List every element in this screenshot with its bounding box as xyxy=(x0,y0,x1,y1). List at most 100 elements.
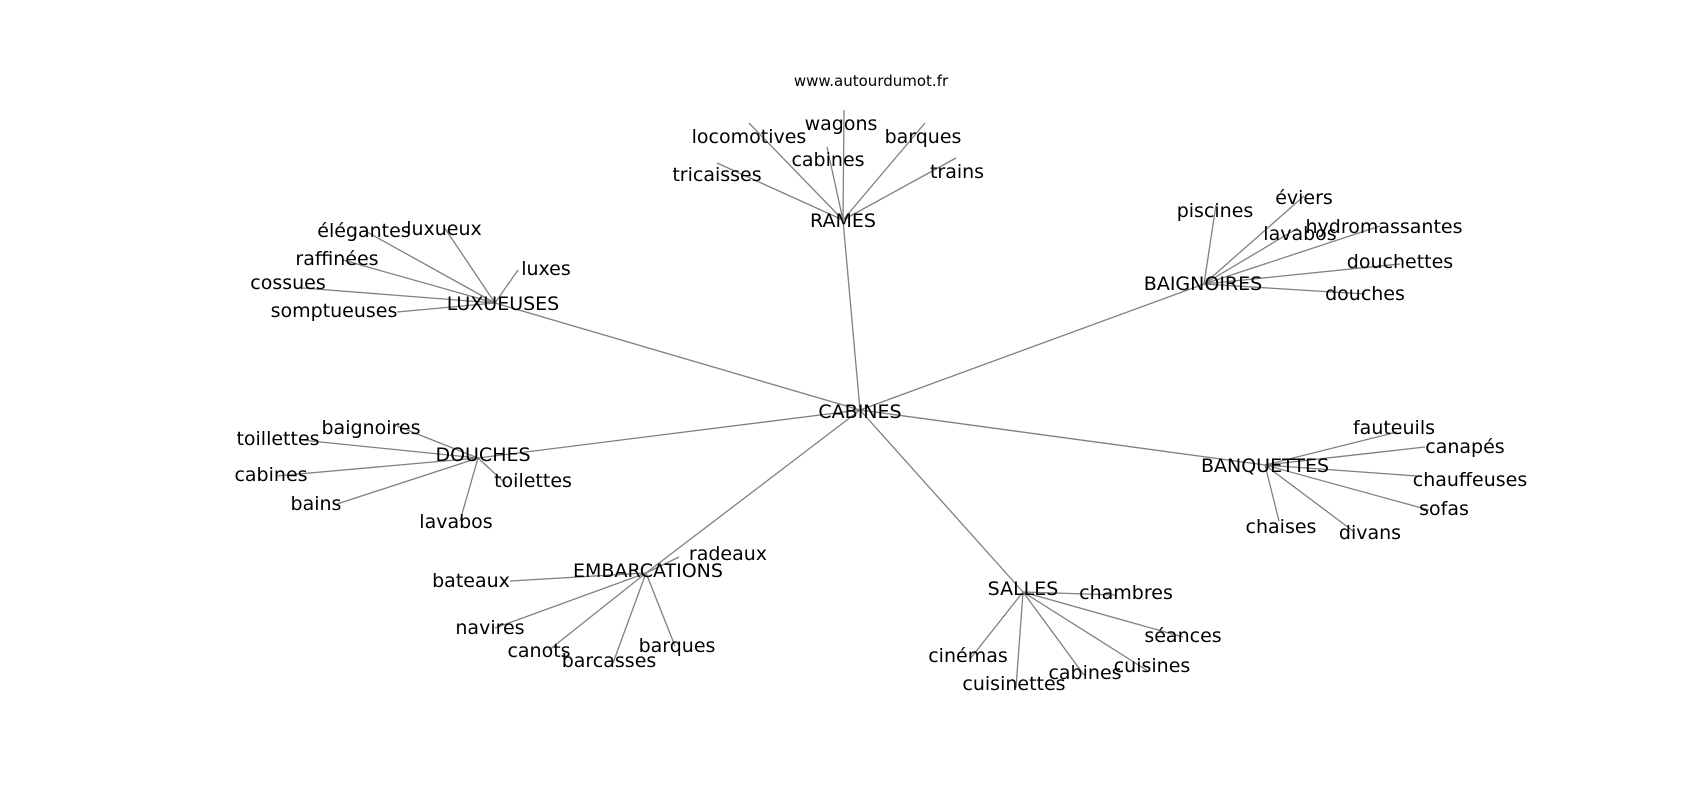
leaf-node-douches-toillettes[interactable]: toillettes xyxy=(236,428,319,450)
edge-banquettes-sofas xyxy=(1264,464,1430,511)
leaf-node-salles-seances[interactable]: séances xyxy=(1144,625,1221,647)
edge-salles-seances xyxy=(1022,591,1184,638)
edge-rames-cabines xyxy=(826,146,844,221)
edge-salles-cuisines xyxy=(1022,591,1149,672)
edge-salles-cabines xyxy=(1022,591,1085,676)
edge-center-banquettes xyxy=(859,409,1266,466)
leaf-node-embarcations-radeaux[interactable]: radeaux xyxy=(689,543,767,565)
edge-center-douches xyxy=(477,409,861,459)
leaf-node-rames-wagons[interactable]: wagons xyxy=(805,113,878,135)
leaf-node-salles-chambres[interactable]: chambres xyxy=(1079,582,1173,604)
leaf-node-baignoires-douches[interactable]: douches xyxy=(1325,283,1405,305)
edge-luxueuses-elegantes xyxy=(366,231,496,304)
leaf-node-luxueuses-somptueuses[interactable]: somptueuses xyxy=(271,300,398,322)
leaf-node-douches-bains[interactable]: bains xyxy=(291,493,342,515)
leaf-node-baignoires-eviers[interactable]: éviers xyxy=(1275,187,1333,209)
edge-rames-tricaisses xyxy=(716,162,844,221)
edge-center-embarcations xyxy=(645,409,861,574)
edge-rames-wagons xyxy=(842,109,845,221)
edge-douches-lavabos xyxy=(459,457,479,522)
leaf-node-salles-cuisines[interactable]: cuisines xyxy=(1114,655,1191,677)
leaf-node-banquettes-chaises[interactable]: chaises xyxy=(1246,516,1317,538)
edge-banquettes-chaises xyxy=(1264,464,1280,522)
edge-center-salles xyxy=(859,409,1024,593)
edge-rames-trains xyxy=(842,157,957,221)
edge-luxueuses-luxes xyxy=(494,269,519,304)
edge-baignoires-eviers xyxy=(1203,195,1305,285)
edge-salles-cuisinettes xyxy=(1015,591,1024,689)
edge-baignoires-piscines xyxy=(1203,204,1217,285)
leaf-node-baignoires-douchettes[interactable]: douchettes xyxy=(1347,251,1453,273)
leaf-node-luxueuses-luxueux[interactable]: luxueux xyxy=(406,218,482,240)
leaf-node-douches-cabines[interactable]: cabines xyxy=(234,464,307,486)
edge-embarcations-barques xyxy=(645,572,676,647)
edge-embarcations-navires xyxy=(494,572,647,629)
edge-banquettes-divans xyxy=(1264,464,1354,532)
hub-node-salles[interactable]: SALLES xyxy=(988,578,1059,600)
edge-douches-baignoires xyxy=(396,425,479,459)
leaf-node-baignoires-lavabos[interactable]: lavabos xyxy=(1263,223,1336,245)
edge-banquettes-fauteuils xyxy=(1264,431,1398,466)
center-node-cabines[interactable]: CABINES xyxy=(818,401,901,423)
edge-center-baignoires xyxy=(859,283,1205,411)
leaf-node-embarcations-barcasses[interactable]: barcasses xyxy=(562,650,657,672)
leaf-node-douches-baignoires[interactable]: baignoires xyxy=(322,417,421,439)
edge-embarcations-radeaux xyxy=(645,556,680,574)
leaf-node-salles-cuisinettes[interactable]: cuisinettes xyxy=(962,673,1065,695)
edge-rames-locomotives xyxy=(748,122,844,221)
hub-node-douches[interactable]: DOUCHES xyxy=(435,444,530,466)
leaf-node-douches-toilettes[interactable]: toilettes xyxy=(494,470,572,492)
leaf-node-banquettes-chauffeuses[interactable]: chauffeuses xyxy=(1413,469,1527,491)
leaf-node-salles-cinemas[interactable]: cinémas xyxy=(928,645,1008,667)
leaf-node-baignoires-hydromassantes[interactable]: hydromassantes xyxy=(1305,216,1462,238)
edge-center-luxueuses xyxy=(494,302,861,411)
edge-embarcations-barcasses xyxy=(612,572,647,664)
hub-node-luxueuses[interactable]: LUXUEUSES xyxy=(447,293,560,315)
edge-baignoires-lavabos xyxy=(1203,227,1299,285)
leaf-node-baignoires-piscines[interactable]: piscines xyxy=(1177,200,1254,222)
edge-embarcations-bateaux xyxy=(509,572,647,582)
leaf-node-banquettes-divans[interactable]: divans xyxy=(1339,522,1401,544)
edge-banquettes-canapes xyxy=(1264,446,1426,466)
edge-douches-toillettes xyxy=(300,439,479,459)
leaf-node-salles-cabines[interactable]: cabines xyxy=(1048,662,1121,684)
edge-baignoires-hydromassantes xyxy=(1203,225,1381,285)
leaf-node-luxueuses-raffinees[interactable]: raffinées xyxy=(295,248,378,270)
leaf-node-rames-barques[interactable]: barques xyxy=(885,126,962,148)
edge-luxueuses-raffinees xyxy=(342,259,496,304)
leaf-node-banquettes-sofas[interactable]: sofas xyxy=(1419,498,1469,520)
edge-douches-cabines xyxy=(275,457,479,477)
edge-luxueuses-luxueux xyxy=(443,226,496,304)
edge-center-rames xyxy=(842,219,861,411)
edge-douches-bains xyxy=(336,457,479,505)
leaf-node-embarcations-barques[interactable]: barques xyxy=(639,635,716,657)
edge-baignoires-douches xyxy=(1203,283,1366,295)
leaf-node-embarcations-canots[interactable]: canots xyxy=(507,640,570,662)
edge-luxueuses-somptueuses xyxy=(396,302,496,313)
hub-node-baignoires[interactable]: BAIGNOIRES xyxy=(1144,273,1262,295)
leaf-node-rames-locomotives[interactable]: locomotives xyxy=(692,126,807,148)
edge-salles-cinemas xyxy=(969,591,1024,660)
hub-node-banquettes[interactable]: BANQUETTES xyxy=(1201,455,1329,477)
leaf-node-banquettes-fauteuils[interactable]: fauteuils xyxy=(1353,417,1435,439)
leaf-node-luxueuses-elegantes[interactable]: élégantes xyxy=(317,220,410,242)
site-watermark[interactable]: www.autourdumot.fr xyxy=(793,72,949,90)
hub-node-embarcations[interactable]: EMBARCATIONS xyxy=(573,560,723,582)
edges-layer xyxy=(275,109,1430,689)
hub-node-rames[interactable]: RAMES xyxy=(810,210,876,232)
edge-luxueuses-cossues xyxy=(302,287,496,304)
edge-douches-toilettes xyxy=(477,457,506,484)
leaf-node-banquettes-canapes[interactable]: canapés xyxy=(1425,436,1504,458)
leaf-node-luxueuses-cossues[interactable]: cossues xyxy=(250,272,326,294)
edge-salles-chambres xyxy=(1022,591,1118,596)
leaf-node-rames-trains[interactable]: trains xyxy=(930,161,984,183)
leaf-node-douches-lavabos[interactable]: lavabos xyxy=(419,511,492,533)
edge-rames-barques xyxy=(842,122,926,221)
leaf-node-rames-cabines[interactable]: cabines xyxy=(791,149,864,171)
leaf-node-embarcations-navires[interactable]: navires xyxy=(455,617,524,639)
leaf-node-embarcations-bateaux[interactable]: bateaux xyxy=(432,570,510,592)
leaf-node-rames-tricaisses[interactable]: tricaisses xyxy=(672,164,761,186)
leaf-node-luxueuses-luxes[interactable]: luxes xyxy=(521,258,571,280)
